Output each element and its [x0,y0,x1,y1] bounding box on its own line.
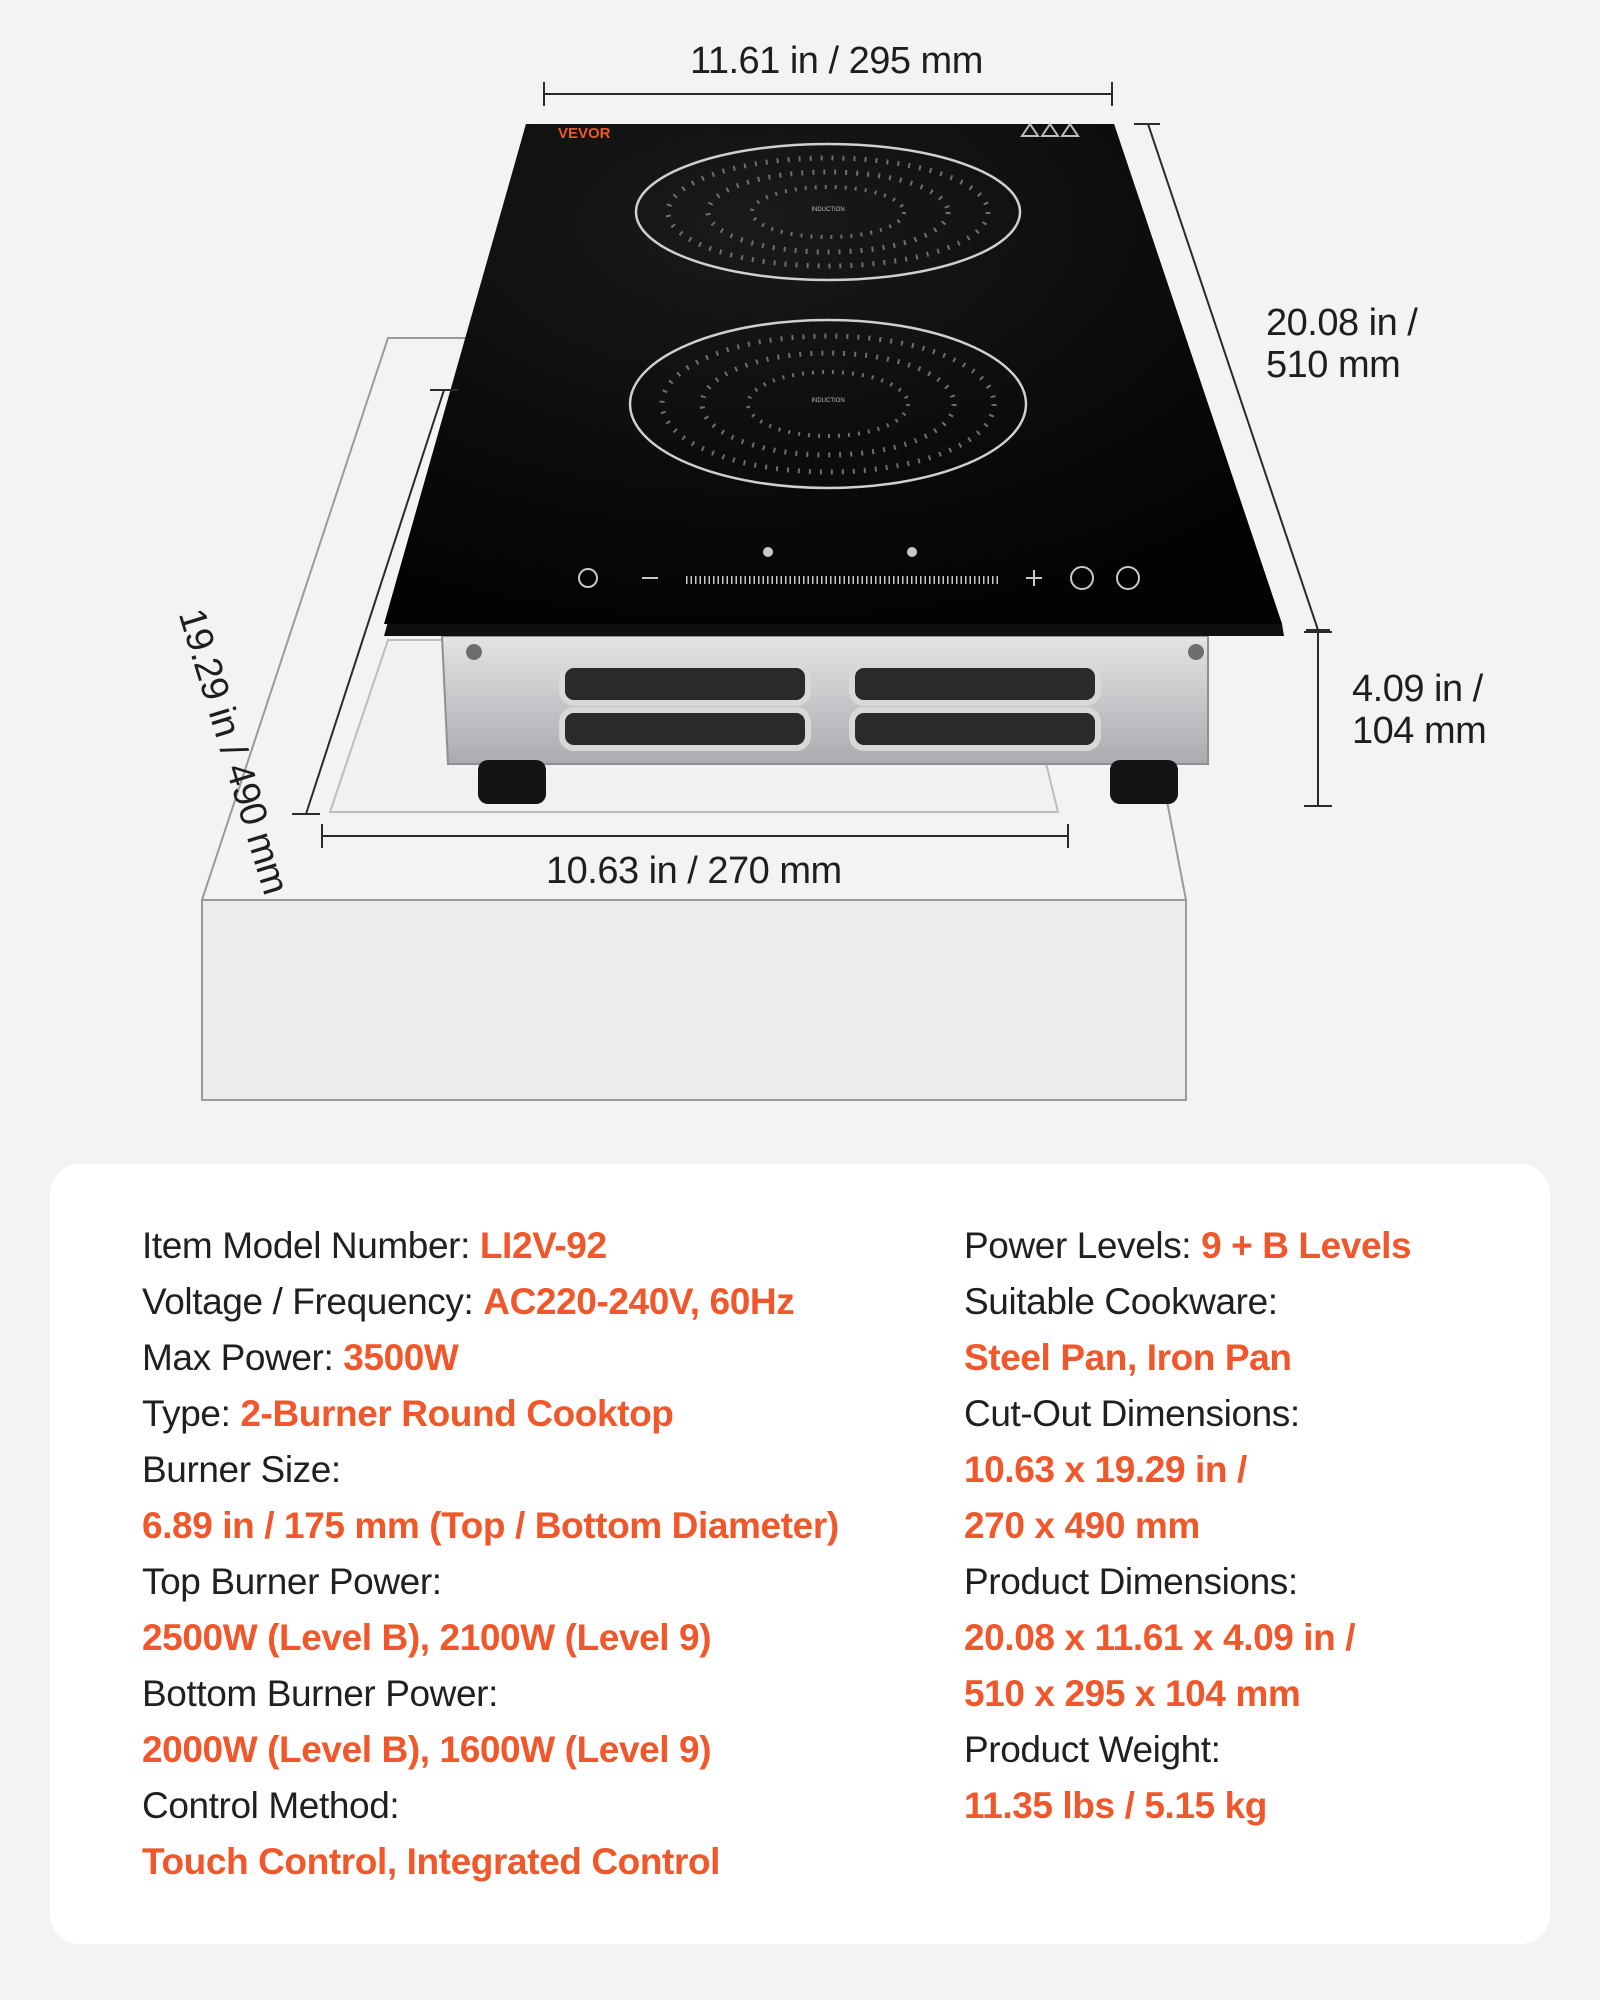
spec-row: Product Weight: [964,1722,1524,1778]
spec-row: Touch Control, Integrated Control [142,1834,872,1890]
spec-value: 11.35 lbs / 5.15 kg [964,1785,1267,1826]
bottom-burner: INDUCTION [628,318,1028,490]
power-icon[interactable] [1116,566,1140,590]
spec-value: 510 x 295 x 104 mm [964,1673,1301,1714]
spec-value: 2500W (Level B), 2100W (Level 9) [142,1617,712,1658]
spec-value: AC220-240V, 60Hz [483,1281,795,1322]
spec-row: 270 x 490 mm [964,1498,1524,1554]
spec-label: Control Method: [142,1785,400,1826]
product-dimension-diagram: VEVOR INDUCTION INDUCTION [170,40,1487,1101]
bottom-burner-indicator-icon [907,547,917,557]
spec-value: 10.63 x 19.29 in / [964,1449,1247,1490]
spec-row: 2500W (Level B), 2100W (Level 9) [142,1610,872,1666]
spec-row: Item Model Number: LI2V-92 [142,1218,872,1274]
foot-right [1110,760,1178,804]
control-panel [578,547,1140,590]
spec-label: Item Model Number: [142,1225,480,1266]
height-dimension-line1: 4.09 in / [1352,668,1483,710]
spec-label: Power Levels: [964,1225,1202,1266]
spec-row: Max Power: 3500W [142,1330,872,1386]
spec-row: Steel Pan, Iron Pan [964,1330,1524,1386]
spec-label: Bottom Burner Power: [142,1673,498,1714]
warning-icons [1020,122,1080,137]
spec-label: Top Burner Power: [142,1561,442,1602]
cutout-width-dimension: 10.63 in / 270 mm [546,850,842,892]
brand-logo: VEVOR [558,125,611,142]
dimension-lines [292,82,1332,848]
spec-label: Product Weight: [964,1729,1221,1770]
spec-label: Voltage / Frequency: [142,1281,484,1322]
burner-label: INDUCTION [811,398,844,404]
cooktop-illustration: VEVOR INDUCTION INDUCTION [201,82,1332,1101]
spec-row: 20.08 x 11.61 x 4.09 in / [964,1610,1524,1666]
spec-row: Cut-Out Dimensions: [964,1386,1524,1442]
spec-value: Touch Control, Integrated Control [142,1841,721,1882]
depth-dimension-line2: 510 mm [1266,344,1401,386]
cooktop-housing [440,635,1209,804]
spec-label: Type: [142,1393,241,1434]
depth-dimension-line1: 20.08 in / [1266,302,1418,344]
glass-cooktop: VEVOR INDUCTION INDUCTION [384,122,1284,636]
spec-row: Burner Size: [142,1442,872,1498]
screw-icon [1188,644,1204,660]
spec-row: 11.35 lbs / 5.15 kg [964,1778,1524,1834]
spec-label: Cut-Out Dimensions: [964,1393,1300,1434]
spec-label: Suitable Cookware: [964,1281,1278,1322]
spec-value: Steel Pan, Iron Pan [964,1337,1292,1378]
spec-row: Control Method: [142,1778,872,1834]
top-burner: INDUCTION [634,142,1022,282]
screw-icon [466,644,482,660]
spec-value: 2000W (Level B), 1600W (Level 9) [142,1729,712,1770]
spec-row: Suitable Cookware: [964,1274,1524,1330]
height-dimension-line2: 104 mm [1352,710,1487,752]
spec-label: Max Power: [142,1337,344,1378]
spec-row: Power Levels: 9 + B Levels [964,1218,1524,1274]
lock-icon[interactable] [1070,566,1094,590]
spec-row: 10.63 x 19.29 in / [964,1442,1524,1498]
spec-value: 20.08 x 11.61 x 4.09 in / [964,1617,1356,1658]
spec-value: 6.89 in / 175 mm (Top / Bottom Diameter) [142,1505,839,1546]
spec-row: 510 x 295 x 104 mm [964,1666,1524,1722]
spec-label: Product Dimensions: [964,1561,1298,1602]
spec-row: Voltage / Frequency: AC220-240V, 60Hz [142,1274,872,1330]
burner-label: INDUCTION [811,207,844,213]
specifications-card: Item Model Number: LI2V-92 Voltage / Fre… [50,1164,1550,1944]
spec-value: LI2V-92 [479,1225,607,1266]
spec-row: Product Dimensions: [964,1554,1524,1610]
foot-left [478,760,546,804]
spec-row: Type: 2-Burner Round Cooktop [142,1386,872,1442]
specs-left-column: Item Model Number: LI2V-92 Voltage / Fre… [142,1218,872,1890]
spec-value: 3500W [343,1337,459,1378]
spec-label: Burner Size: [142,1449,341,1490]
spec-value: 270 x 490 mm [964,1505,1200,1546]
spec-row: Top Burner Power: [142,1554,872,1610]
top-burner-indicator-icon [763,547,773,557]
spec-value: 2-Burner Round Cooktop [240,1393,674,1434]
spec-row: Bottom Burner Power: [142,1666,872,1722]
spec-row: 2000W (Level B), 1600W (Level 9) [142,1722,872,1778]
top-width-dimension: 11.61 in / 295 mm [690,40,983,82]
timer-icon[interactable] [578,568,598,588]
spec-value: 9 + B Levels [1201,1225,1412,1266]
specs-right-column: Power Levels: 9 + B Levels Suitable Cook… [964,1218,1524,1834]
vent-slots [559,662,1101,751]
spec-row: 6.89 in / 175 mm (Top / Bottom Diameter) [142,1498,872,1554]
